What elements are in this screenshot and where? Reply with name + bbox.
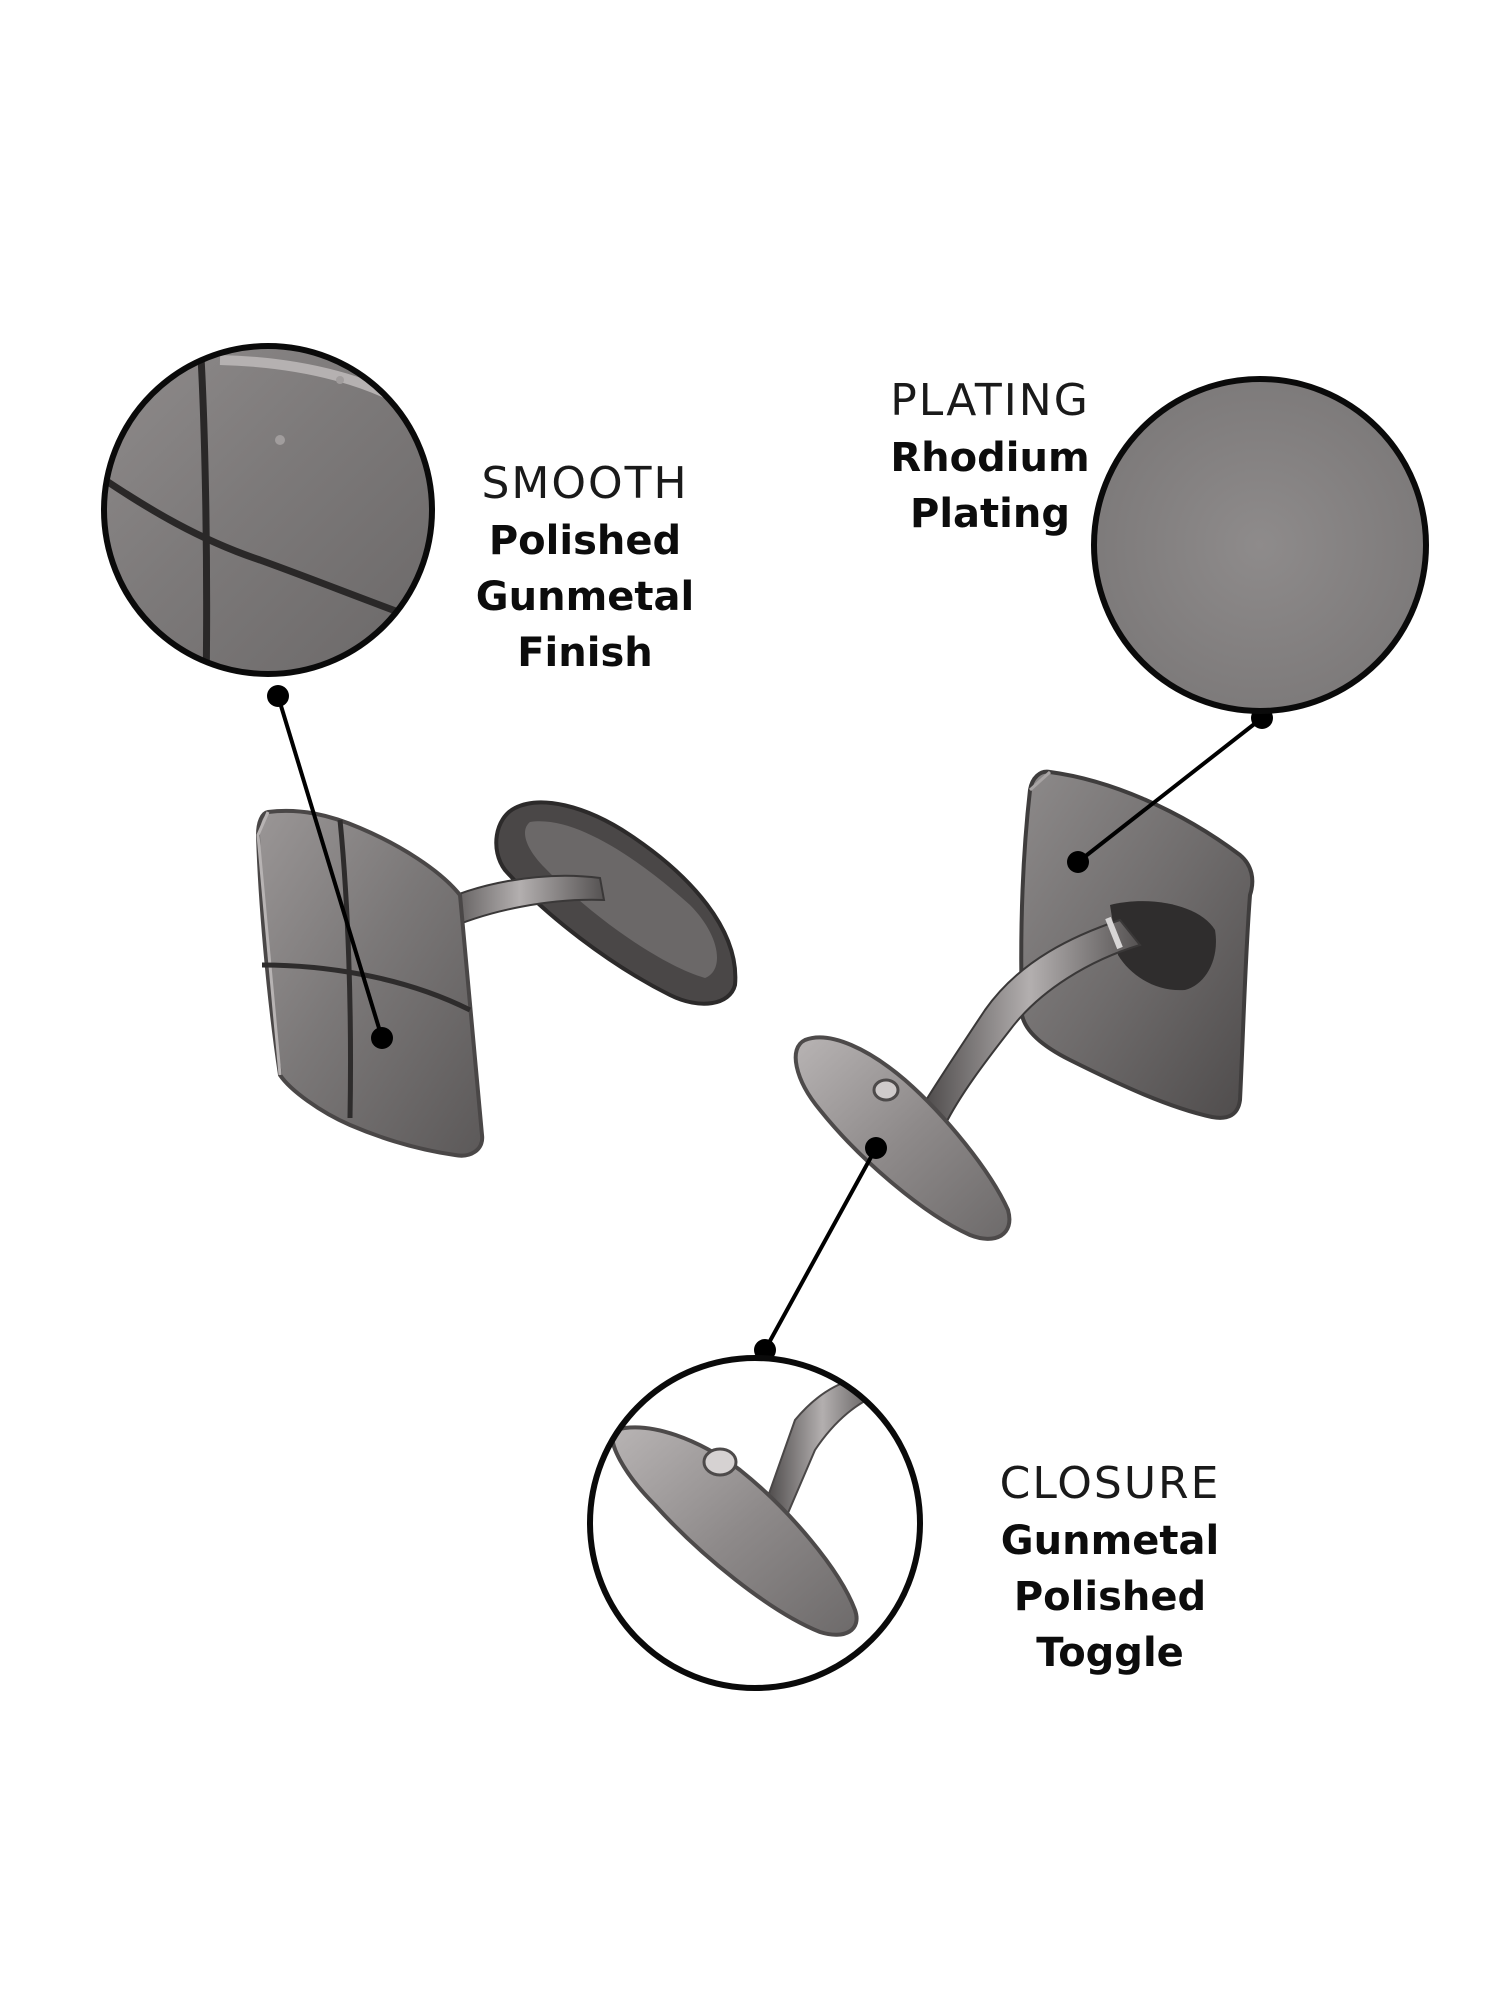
callout-closure-line-3: Toggle bbox=[1036, 1630, 1184, 1676]
callout-closure-line-1: Gunmetal bbox=[1000, 1518, 1220, 1564]
callout-smooth-line-2: Gunmetal bbox=[475, 574, 695, 620]
cufflink-right bbox=[793, 769, 1255, 1241]
cufflink-right-toggle bbox=[793, 1035, 1012, 1241]
cufflink-left-stem bbox=[433, 874, 606, 932]
callout-closure-line-2: Polished bbox=[1013, 1574, 1207, 1620]
magnifier-closure bbox=[587, 1355, 923, 1691]
cufflink-left bbox=[255, 800, 738, 1158]
callout-closure-kicker: CLOSURE bbox=[999, 1458, 1221, 1509]
callout-smooth-finish: SMOOTH Polished Gunmetal Finish bbox=[440, 455, 730, 681]
callout-plating: PLATING Rhodium Plating bbox=[855, 372, 1125, 542]
connector-smooth bbox=[267, 685, 393, 1049]
cufflink-left-face bbox=[255, 808, 485, 1158]
callout-smooth-line-3: Finish bbox=[517, 630, 653, 676]
callout-smooth-line-1: Polished bbox=[488, 518, 682, 564]
callout-plating-line-2: Plating bbox=[910, 491, 1070, 537]
magnifier-smooth-finish bbox=[101, 343, 435, 677]
callout-closure: CLOSURE Gunmetal Polished Toggle bbox=[960, 1455, 1260, 1681]
connector-closure bbox=[754, 1137, 887, 1361]
magnifier-plating bbox=[1091, 376, 1429, 714]
callout-plating-kicker: PLATING bbox=[890, 375, 1090, 426]
callout-smooth-kicker: SMOOTH bbox=[481, 458, 689, 509]
callout-plating-line-1: Rhodium bbox=[890, 435, 1090, 481]
